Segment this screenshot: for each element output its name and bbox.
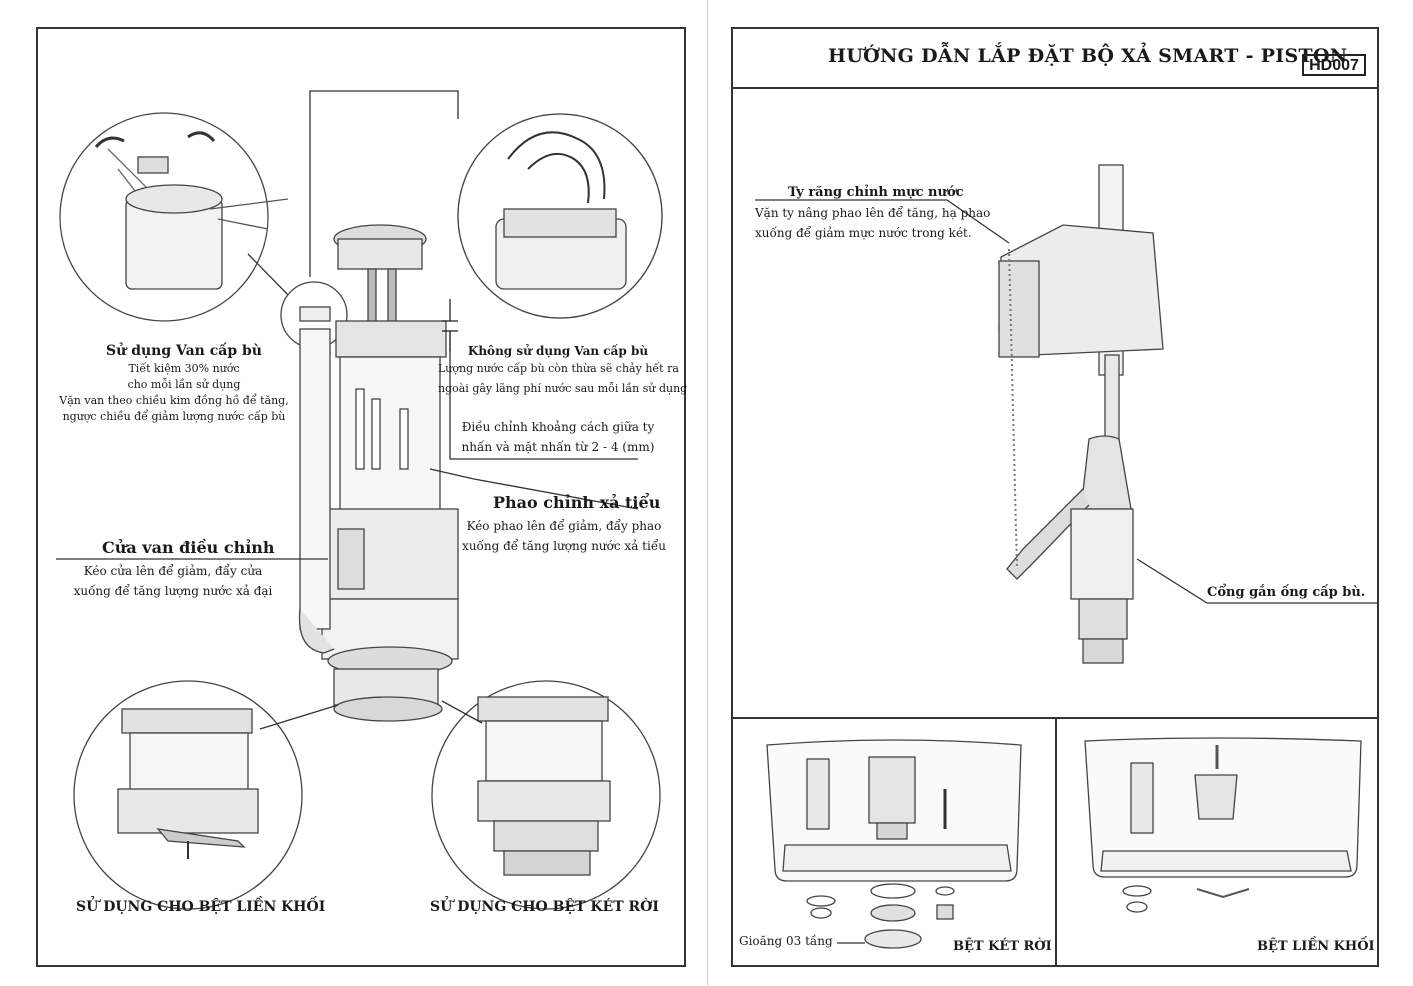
makeup-valve-line-3: Vặn van theo chiều kim đồng hồ để tăng, [59,394,289,407]
makeup-port-label: Cổng gắn ống cấp bù. [1207,585,1366,600]
two-piece-callout [431,680,661,910]
no-makeup-valve-line-2: ngoài gây lãng phí nước sau mỗi lần sử d… [438,382,688,395]
small-flush-float-line-2: xuống để tăng lượng nước xả tiểu [462,539,666,553]
makeup-valve-line-4: ngược chiều để giảm lượng nước cấp bù [62,410,286,423]
gap-adjust-line-2: nhấn và mặt nhấn từ 2 - 4 (mm) [461,440,655,454]
fill-valve [998,164,1164,664]
level-rod-line-2: xuống để giảm mực nước trong két. [755,226,972,240]
small-flush-float-title: Phao chỉnh xả tiểu [493,493,661,512]
push-rod-callout [457,113,663,319]
use-two-piece-label: SỬ DỤNG CHO BỆT KÉT RỜI [430,899,659,915]
one-piece-tank [1084,737,1362,913]
makeup-valve-title: Sử dụng Van cấp bù [106,343,262,359]
right-page: HƯỚNG DẪN LẮP ĐẶT BỘ XẢ SMART - PISTON H… [731,27,1379,967]
adjust-gate-line-1: Kéo cửa lên để giảm, đẩy cửa [83,564,263,578]
left-page: Sử dụng Van cấp bù Tiết kiệm 30% nước ch… [36,27,688,967]
two-piece-label: BỆT KÉT RỜI [953,939,1052,954]
small-flush-float-line-1: Kéo phao lên để giảm, đẩy phao [466,519,662,533]
fill-valve-diagram [755,164,1377,664]
page-title: HƯỚNG DẪN LẮP ĐẶT BỘ XẢ SMART - PISTON [828,45,1348,67]
makeup-valve-line-2: cho mỗi lần sử dụng [127,378,241,391]
makeup-valve-callout [59,112,289,322]
gap-adjust-line-1: Điều chỉnh khoảng cách giữa ty [461,420,655,434]
no-makeup-valve-line-1: Lượng nước cấp bù còn thừa sẽ chảy hết r… [438,362,679,375]
use-one-piece-label: SỬ DỤNG CHO BỆT LIỀN KHỐI [76,899,326,915]
header: HƯỚNG DẪN LẮP ĐẶT BỘ XẢ SMART - PISTON H… [733,29,1377,89]
gasket-label: Gioăng 03 tầng [739,934,833,948]
makeup-valve-line-1: Tiết kiệm 30% nước [128,362,240,375]
valve-body [298,224,459,722]
no-makeup-valve-title: Không sử dụng Van cấp bù [467,344,649,358]
adjust-gate-title: Cửa van điều chỉnh [102,538,275,557]
bottom-panel-split [1055,717,1057,965]
page-fold [707,0,708,986]
adjust-gate-line-2: xuống để tăng lượng nước xả đại [73,584,273,598]
installation-diagrams [766,737,1362,949]
flush-valve-diagram [56,90,663,910]
two-piece-tank [766,739,1022,949]
one-piece-label: BỆT LIỀN KHỐI [1257,939,1375,954]
document-code: HD007 [1302,54,1366,76]
one-piece-callout [73,680,303,910]
level-rod-line-1: Vặn ty nâng phao lên để tăng, hạ phao [755,206,991,220]
level-rod-title: Ty răng chỉnh mực nước [788,185,964,200]
